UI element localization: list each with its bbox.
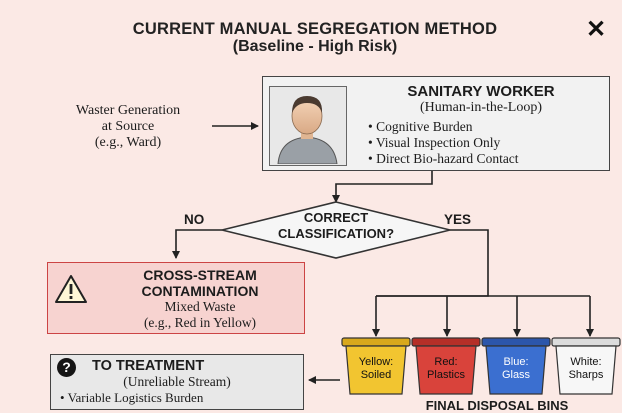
treatment-title: TO TREATMENT	[92, 358, 205, 374]
disposal-bins	[341, 337, 621, 395]
bin-yellow	[341, 337, 411, 395]
arrow-no-branch	[172, 229, 222, 259]
bin-red-label: Red:Plastics	[427, 356, 465, 381]
contamination-title-1: CROSS-STREAM	[143, 267, 257, 283]
no-branch-label: NO	[184, 212, 205, 227]
worker-bullet: • Cognitive Burden	[368, 119, 473, 134]
page-subtitle: (Baseline - High Risk)	[232, 38, 398, 55]
source-line-2: at Source	[101, 119, 155, 134]
question-icon: ?	[57, 358, 76, 377]
treatment-bullet: • Variable Logistics Burden	[60, 390, 204, 405]
bin-blue-label: Blue:Glass	[501, 356, 531, 381]
bin-blue	[481, 337, 551, 395]
contamination-desc-2: (e.g., Red in Yellow)	[143, 315, 257, 330]
worker-bullet: • Visual Inspection Only	[368, 135, 501, 150]
decision-label-line-2: CLASSIFICATION?	[277, 226, 395, 241]
contamination-desc-1: Mixed Waste	[164, 299, 236, 314]
source-line-1: Waster Generation	[75, 103, 181, 118]
bin-red	[411, 337, 481, 395]
worker-bullet: • Direct Bio-hazard Contact	[368, 151, 519, 166]
treatment-subtitle: (Unreliable Stream)	[123, 374, 231, 389]
source-line-3: (e.g., Ward)	[94, 135, 162, 150]
waste-source-label: Waster Generation at Source (e.g., Ward)	[48, 103, 208, 151]
bins-caption: FINAL DISPOSAL BINS	[425, 398, 569, 413]
bin-white	[551, 337, 621, 395]
decision-diamond	[221, 201, 451, 259]
close-icon[interactable]: ✕	[586, 16, 607, 43]
bin-white-label: White:Sharps	[568, 356, 604, 381]
contamination-title-2: CONTAMINATION	[141, 283, 259, 299]
decision-label-line-1: CORRECT	[303, 210, 369, 225]
treatment-box	[50, 354, 304, 410]
worker-title: SANITARY WORKER	[407, 83, 555, 100]
yes-branch-label: YES	[444, 212, 472, 227]
page-title: CURRENT MANUAL SEGREGATION METHOD	[132, 20, 498, 38]
bin-yellow-label: Yellow:Soiled	[358, 356, 394, 381]
worker-subtitle: (Human-in-the-Loop)	[419, 100, 543, 115]
warning-icon	[55, 275, 87, 303]
cross-contamination-box	[47, 262, 305, 334]
arrow-worker-to-decision	[332, 171, 433, 203]
person-icon	[269, 86, 347, 166]
